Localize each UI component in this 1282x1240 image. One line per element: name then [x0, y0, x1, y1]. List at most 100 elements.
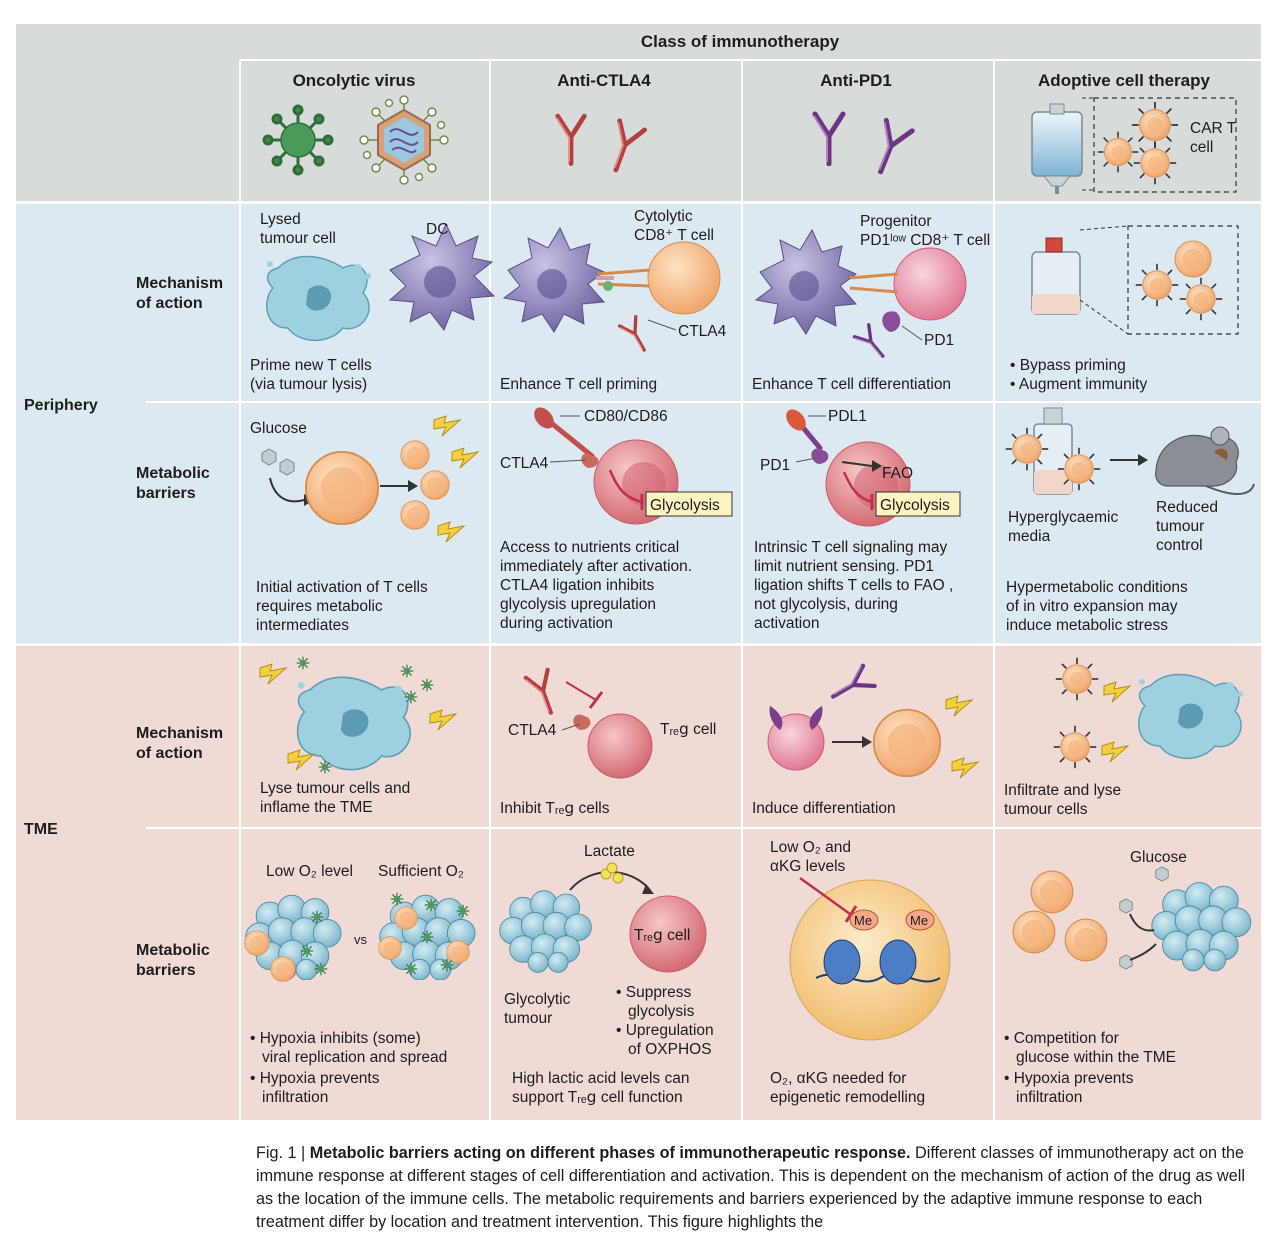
caption-lactic-2: support Tᵣₑ𝗀 cell function	[512, 1089, 683, 1106]
column-adoptive-cell-therapy: Adoptive cell therapy	[1038, 71, 1210, 90]
caption-lyse-tumour-1: Lyse tumour cells and	[260, 780, 410, 797]
methyl-mark-icon	[905, 909, 935, 931]
expansion-inset-box	[1127, 225, 1239, 335]
arrow	[1129, 943, 1157, 961]
label-dc: DC	[426, 221, 448, 238]
row-label-metabolic-2b: barriers	[136, 962, 196, 979]
caption-initial-activation-3: intermediates	[256, 617, 349, 634]
culture-flask-icon	[1031, 225, 1129, 335]
cd80-ligand-icon	[547, 419, 595, 459]
lactate-icon	[612, 872, 624, 884]
figure-panel: Class of immunotherapy Oncolytic virus A…	[16, 24, 1261, 1120]
label-ctla4-metab: CTLA4	[500, 455, 549, 472]
pd1-receptor-icon	[769, 706, 783, 730]
label-akg-levels: αKG levels	[770, 858, 846, 875]
ctla4-receptor-icon	[573, 714, 591, 730]
car-t-label-1: CAR T	[1190, 120, 1237, 137]
figure-caption: Fig. 1 | Metabolic barriers acting on di…	[256, 1142, 1256, 1234]
label-low-o2-level: Low O₂ level	[266, 863, 353, 880]
row-label-metabolic-2a: Metabolic	[136, 942, 210, 959]
t-cell-icon	[244, 930, 270, 956]
caption-epigenetic-1: O₂, αKG needed for	[770, 1070, 906, 1087]
t-cell-icon	[446, 940, 470, 964]
virus-icon	[296, 656, 310, 670]
lysed-tumour-cell-icon	[266, 255, 372, 342]
label-vs: vs	[354, 932, 368, 947]
label-treg-cell-metab: Tᵣₑ𝗀 cell	[634, 927, 690, 944]
bullet-competition-2: glucose within the TME	[1016, 1049, 1176, 1066]
pd1-receptor-icon	[882, 311, 901, 332]
car-t-inset-box	[1093, 97, 1237, 193]
virus-icon	[390, 892, 404, 906]
bullet-hypoxia-prevents-2: infiltration	[262, 1089, 328, 1106]
arrow	[841, 461, 873, 467]
row-label-metabolic-1b: barriers	[136, 485, 196, 502]
histone-icon	[879, 939, 917, 985]
label-ctla4-tme: CTLA4	[508, 722, 557, 739]
treg-cell-icon	[587, 713, 653, 779]
leader-line	[901, 325, 923, 341]
caption-ctla4-metab-5: during activation	[500, 615, 613, 632]
ligand-head-icon	[786, 409, 806, 431]
virus-icon	[314, 962, 328, 976]
label-pd1-metab: PD1	[760, 457, 790, 474]
arrowhead	[862, 736, 872, 748]
label-hyperglycaemic: Hyperglycaemic	[1008, 509, 1119, 526]
row-label-mechanism-2b: of action	[136, 745, 203, 762]
inhibition-bar	[844, 905, 858, 923]
leader-line	[647, 319, 677, 331]
leader-line	[561, 723, 581, 731]
virus-icon	[456, 904, 470, 918]
caption-prime-1: Prime new T cells	[250, 357, 372, 374]
virus-icon	[310, 910, 324, 924]
glycolysis-box	[875, 491, 961, 517]
label-pd1: PD1	[924, 332, 954, 349]
label-treg-cell: Tᵣₑ𝗀 cell	[660, 721, 716, 738]
caption-title: Metabolic barriers acting on different p…	[309, 1144, 911, 1162]
caption-induce-differentiation: Induce differentiation	[752, 800, 896, 817]
label-ctla4: CTLA4	[678, 323, 727, 340]
t-cell-icon	[767, 713, 825, 771]
caption-ctla4-metab-2: immediately after activation.	[500, 558, 692, 575]
label-glycolysis: Glycolysis	[650, 497, 720, 514]
header-title: Class of immunotherapy	[641, 32, 840, 51]
caption-enhance-priming: Enhance T cell priming	[500, 376, 657, 393]
t-cell-icon	[400, 440, 430, 470]
row-label-mechanism-1b: of action	[136, 295, 203, 312]
caption-act-metab-3: induce metabolic stress	[1006, 617, 1168, 634]
glycolysis-box	[645, 491, 733, 517]
glucose-icon	[261, 448, 277, 466]
caption-prime-2: (via tumour lysis)	[250, 376, 367, 393]
inhibition-line	[565, 681, 597, 701]
label-progenitor: Progenitor	[860, 213, 932, 230]
column-oncolytic-virus: Oncolytic virus	[293, 71, 416, 90]
arrowhead	[642, 884, 654, 894]
label-me-2: Me	[910, 913, 928, 928]
tcr-receptor-icon	[849, 272, 899, 294]
label-glycolysis-pd1: Glycolysis	[880, 497, 950, 514]
arrow	[1129, 913, 1155, 932]
bullet-augment-immunity: • Augment immunity	[1010, 376, 1147, 393]
culture-flask-icon	[1033, 407, 1073, 495]
t-cell-icon	[1174, 240, 1212, 278]
pd1-receptor-icon	[811, 448, 829, 464]
cytolytic-t-cell-icon	[647, 241, 721, 315]
label-glycolytic: Glycolytic	[504, 991, 571, 1008]
inhibition-line	[799, 876, 851, 916]
caption-infiltrate-1: Infiltrate and lyse	[1004, 782, 1121, 799]
caption-pd1-metab-3: ligation shifts T cells to FAO ,	[754, 577, 953, 594]
bullet-oxphos-1: • Upregulation	[616, 1022, 714, 1039]
t-cell-icon	[872, 708, 942, 778]
t-cell-icon	[304, 450, 380, 526]
grid-lines	[16, 59, 1261, 1120]
car-t-label-2: cell	[1190, 139, 1213, 156]
label-lysed: Lysed	[260, 211, 301, 228]
virus-icon	[404, 962, 418, 976]
label-sufficient-o2: Sufficient O₂	[378, 863, 464, 880]
column-anti-pd1: Anti-PD1	[820, 71, 892, 90]
label-cytolytic: Cytolytic	[634, 208, 693, 225]
caption-body: Different classes of immunotherapy act o…	[256, 1144, 1245, 1231]
mouse-icon	[1155, 426, 1255, 495]
dendritic-cell-icon	[502, 226, 606, 333]
label-media: media	[1008, 528, 1051, 545]
